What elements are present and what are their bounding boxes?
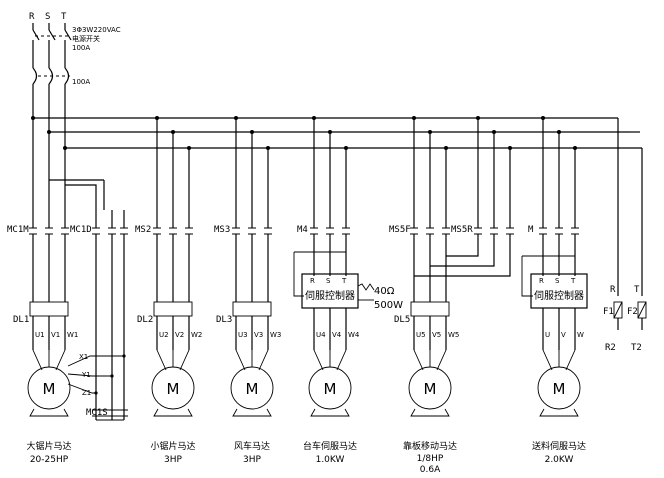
control-fuses: R T F1 F2 R2 T2 xyxy=(603,118,647,353)
fuse-out-t2: T2 xyxy=(631,343,642,353)
terminal-w1: W1 xyxy=(67,331,78,339)
motor-2-name: 小锯片马达 xyxy=(150,440,195,452)
overload-dl5: DL5 xyxy=(394,315,410,325)
motor-symbol-4: M xyxy=(324,380,337,398)
servo-driver-1-label: 伺服控制器 xyxy=(305,289,355,302)
terminal-w2: W2 xyxy=(191,331,202,339)
drv2-in-s: S xyxy=(555,277,560,285)
servo-driver-2-label: 伺服控制器 xyxy=(534,289,584,302)
contactor-ms3: MS3 xyxy=(214,225,230,235)
terminal-v5: V5 xyxy=(432,331,441,339)
motor-4-spec: 1.0KW xyxy=(316,455,345,465)
contactor-ms5r: MS5R xyxy=(451,225,473,235)
overload-dl2: DL2 xyxy=(137,315,153,325)
terminal-y1: Y1 xyxy=(81,371,91,379)
motor-1-spec: 20-25HP xyxy=(30,455,69,465)
motor-6-spec: 2.0KW xyxy=(545,455,574,465)
main-switch-rating: 100A xyxy=(72,44,90,52)
brake-resistor-ohm: 40Ω xyxy=(374,286,395,297)
circuit-motor-3: MS3 DL3 U3 V3 W3 M 风车马达 3HP xyxy=(214,116,281,465)
terminal-u3: U3 xyxy=(238,331,248,339)
terminal-u2: U2 xyxy=(159,331,169,339)
motor-5-spec: 1/8HP xyxy=(417,454,444,464)
motor-6-name: 送料伺服马达 xyxy=(532,440,586,452)
circuit-motor-2: MS2 DL2 U2 V2 W2 M 小锯片马达 3HP xyxy=(135,116,202,465)
main-switch-label: 电源开关 xyxy=(72,34,100,43)
terminal-z1: Z1 xyxy=(82,389,91,397)
breaker-rating: 100A xyxy=(72,78,90,86)
brake-resistor-watt: 500W xyxy=(374,300,403,311)
circuit-motor-4: M4 R S T 伺服控制器 40Ω 500W U4 V4 W4 M 台车伺服马… xyxy=(293,116,403,465)
phase-label-r: R xyxy=(29,12,35,22)
contactor-m6: M xyxy=(528,225,534,235)
terminal-v1: V1 xyxy=(51,331,60,339)
terminal-x1: X1 xyxy=(79,353,88,361)
motor-5-spec2: 0.6A xyxy=(420,465,441,475)
drv2-in-r: R xyxy=(539,277,544,285)
terminal-w3: W3 xyxy=(270,331,281,339)
terminal-v3: V3 xyxy=(254,331,263,339)
drv1-in-s: S xyxy=(326,277,331,285)
bus-bars xyxy=(31,116,642,150)
contactor-m4: M4 xyxy=(297,225,308,235)
terminal-u4: U4 xyxy=(316,331,326,339)
terminal-u1: U1 xyxy=(35,331,45,339)
overload-dl3: DL3 xyxy=(216,315,232,325)
motor-symbol-6: M xyxy=(553,380,566,398)
phase-label-s: S xyxy=(45,12,50,22)
terminal-u6: U xyxy=(545,331,550,339)
terminal-v6: V xyxy=(561,331,566,339)
power-supply: R S T 3Φ3W220VAC 电源开关 100A 100A xyxy=(29,12,121,200)
phase-label-t: T xyxy=(61,12,67,22)
fuse-f2: F2 xyxy=(627,307,638,317)
drv1-in-r: R xyxy=(310,277,315,285)
motor-3-spec: 3HP xyxy=(243,455,261,465)
fuse-f1: F1 xyxy=(603,307,614,317)
overload-dl1: DL1 xyxy=(13,315,29,325)
circuit-motor-5: MS5F MS5R DL5 U5 V5 W5 M 靠板移动马达 1/8HP 0.… xyxy=(389,116,514,475)
supply-spec: 3Φ3W220VAC xyxy=(72,26,121,34)
fuse-in-r: R xyxy=(610,285,616,295)
terminal-v2: V2 xyxy=(175,331,184,339)
terminal-w6: W xyxy=(577,331,584,339)
motor-symbol-5: M xyxy=(424,380,437,398)
contactor-mc1s: MC1S xyxy=(86,408,108,418)
fuse-in-t: T xyxy=(634,285,640,295)
contactor-ms5f: MS5F xyxy=(389,225,411,235)
circuit-motor-1: MC1M MC1D DL1 U1 V1 W1 X1 Y1 Z1 MC1S M 大… xyxy=(7,179,128,465)
motor-symbol-2: M xyxy=(167,380,180,398)
motor-1-name: 大锯片马达 xyxy=(26,440,71,452)
terminal-v4: V4 xyxy=(332,331,342,339)
terminal-u5: U5 xyxy=(416,331,426,339)
motor-2-spec: 3HP xyxy=(164,455,182,465)
motor-5-name: 靠板移动马达 xyxy=(403,440,457,452)
motor-symbol-1: M xyxy=(43,380,56,398)
drv2-in-t: T xyxy=(570,277,576,285)
terminal-w4: W4 xyxy=(348,331,360,339)
motor-4-name: 台车伺服马达 xyxy=(303,440,357,452)
terminal-w5: W5 xyxy=(448,331,459,339)
contactor-mc1m: MC1M xyxy=(7,225,29,235)
contactor-mc1d: MC1D xyxy=(70,225,92,235)
circuit-motor-6: M R S T 伺服控制器 U V W M 送料伺服马达 2.0KW xyxy=(521,116,588,465)
motor-3-name: 风车马达 xyxy=(234,440,270,452)
drv1-in-t: T xyxy=(341,277,347,285)
motor-symbol-3: M xyxy=(246,380,259,398)
fuse-out-r2: R2 xyxy=(605,343,616,353)
contactor-ms2: MS2 xyxy=(135,225,151,235)
